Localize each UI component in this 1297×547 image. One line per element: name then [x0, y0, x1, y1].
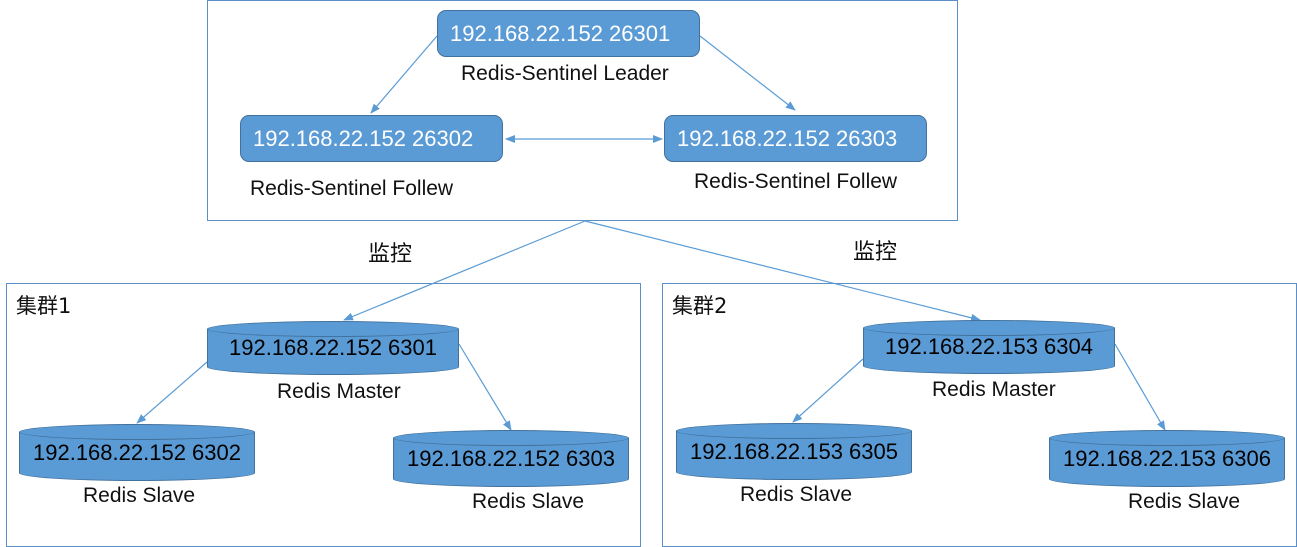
- cluster1-master-role: Redis Master: [277, 380, 401, 403]
- arrow-master1-slave-left: [136, 361, 208, 424]
- cluster1-slave-right-address: 192.168.22.152 6303: [407, 445, 615, 471]
- cluster2-slave-right-role: Redis Slave: [1128, 490, 1241, 513]
- cluster1-slave-right-role: Redis Slave: [472, 490, 585, 513]
- cluster2-master-db: 192.168.22.153 6304: [863, 320, 1115, 374]
- cluster2-slave-left-db: 192.168.22.153 6305: [676, 423, 912, 480]
- arrow-leader-to-follower-left: [370, 35, 438, 114]
- cluster2-slave-left-role: Redis Slave: [740, 483, 853, 506]
- sentinel-leader-role: Redis-Sentinel Leader: [461, 62, 669, 85]
- monitor-label-right: 监控: [853, 240, 898, 265]
- cluster2-master-role: Redis Master: [932, 378, 1056, 401]
- sentinel-leader-address: 192.168.22.152 26301: [450, 20, 671, 46]
- sentinel-follower-left-role: Redis-Sentinel Follew: [250, 177, 454, 200]
- cluster2-slave-right-address: 192.168.22.153 6306: [1063, 445, 1271, 471]
- sentinel-follower-right-address: 192.168.22.152 26303: [677, 125, 898, 151]
- cluster1-slave-left-address: 192.168.22.152 6302: [33, 439, 241, 465]
- sentinel-follower-right-role: Redis-Sentinel Follew: [694, 170, 898, 193]
- cluster2-slave-right-db: 192.168.22.153 6306: [1049, 430, 1285, 487]
- cluster1-slave-right-db: 192.168.22.152 6303: [393, 430, 629, 487]
- sentinel-follower-right-node: 192.168.22.152 26303: [664, 115, 927, 162]
- cluster1-master-address: 192.168.22.152 6301: [229, 335, 437, 360]
- sentinel-follower-left-address: 192.168.22.152 26302: [253, 125, 474, 151]
- arrow-monitor-cluster2: [584, 220, 981, 322]
- arrow-leader-to-follower-right: [699, 35, 796, 111]
- sentinel-leader-node: 192.168.22.152 26301: [437, 10, 700, 57]
- monitor-label-left: 监控: [368, 242, 413, 267]
- sentinel-follower-left-node: 192.168.22.152 26302: [240, 115, 503, 162]
- cluster2-title: 集群2: [672, 294, 728, 318]
- cluster2-master-address: 192.168.22.153 6304: [885, 334, 1093, 359]
- arrow-master2-slave-right: [1114, 343, 1166, 431]
- arrow-master2-slave-left: [792, 358, 864, 423]
- arrow-monitor-cluster1: [343, 220, 586, 321]
- cluster1-title: 集群1: [16, 294, 72, 318]
- arrow-master1-slave-right: [458, 343, 512, 431]
- sentinel-group-frame: [207, 0, 958, 221]
- cluster2-slave-left-address: 192.168.22.153 6305: [690, 438, 898, 464]
- cluster1-slave-left-db: 192.168.22.152 6302: [19, 424, 255, 481]
- cluster1-master-db: 192.168.22.152 6301: [207, 321, 459, 375]
- cluster1-slave-left-role: Redis Slave: [83, 484, 196, 507]
